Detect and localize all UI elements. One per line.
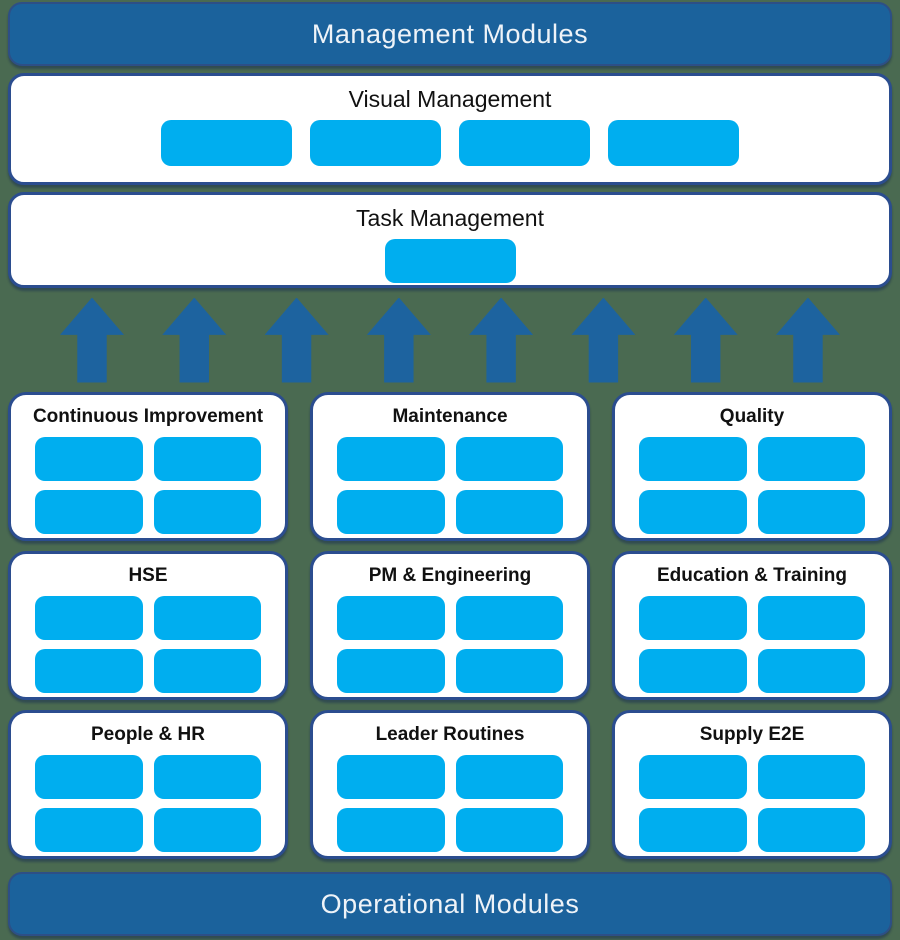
module-placeholder	[153, 755, 261, 799]
card-continuous-improvement: Continuous Improvement	[8, 392, 288, 541]
module-placeholder	[455, 596, 563, 640]
module-placeholder	[757, 649, 865, 693]
card-supply-e2e: Supply E2E	[612, 710, 892, 859]
module-placeholder	[35, 437, 143, 481]
module-placeholder	[35, 755, 143, 799]
card-modules	[11, 428, 285, 534]
card-maintenance: Maintenance	[310, 392, 590, 541]
card-leader-routines: Leader Routines	[310, 710, 590, 859]
arrow-up-icon	[264, 297, 329, 383]
card-title: Leader Routines	[375, 724, 525, 745]
card-pm-engineering: PM & Engineering	[310, 551, 590, 700]
card-modules	[11, 746, 285, 852]
card-hse: HSE	[8, 551, 288, 700]
card-title: Supply E2E	[699, 724, 805, 745]
module-placeholder	[608, 120, 739, 166]
module-placeholder	[455, 649, 563, 693]
card-title: Maintenance	[392, 406, 508, 427]
module-placeholder	[153, 490, 261, 534]
card-title: Continuous Improvement	[32, 406, 264, 427]
module-placeholder	[337, 596, 445, 640]
operational-modules-banner: Operational Modules	[8, 872, 892, 936]
module-placeholder	[757, 490, 865, 534]
module-placeholder	[455, 437, 563, 481]
module-placeholder	[455, 808, 563, 852]
task-management-modules	[11, 239, 889, 283]
module-placeholder	[337, 649, 445, 693]
card-title: People & HR	[90, 724, 206, 745]
card-modules	[615, 587, 889, 693]
operational-modules-label: Operational Modules	[320, 888, 580, 919]
arrow-up-icon	[60, 297, 124, 383]
module-placeholder	[757, 437, 865, 481]
module-placeholder	[310, 120, 441, 166]
visual-management-card: Visual Management	[8, 73, 892, 185]
arrow-up-icon	[366, 297, 431, 383]
module-placeholder	[35, 649, 143, 693]
module-placeholder	[639, 490, 747, 534]
module-placeholder	[35, 490, 143, 534]
arrow-up-icon	[162, 297, 227, 383]
card-title: Education & Training	[656, 565, 847, 586]
module-placeholder	[153, 437, 261, 481]
arrow-up-icon	[775, 297, 840, 383]
module-placeholder	[757, 596, 865, 640]
module-placeholder	[455, 490, 563, 534]
visual-management-modules	[11, 120, 889, 166]
module-placeholder	[337, 437, 445, 481]
module-placeholder	[35, 596, 143, 640]
module-placeholder	[153, 808, 261, 852]
operational-cards-grid: Continuous Improvement Maintenance Quali…	[8, 392, 892, 859]
module-placeholder	[459, 120, 590, 166]
card-title: Quality	[719, 406, 785, 427]
module-placeholder	[153, 596, 261, 640]
module-placeholder	[455, 755, 563, 799]
module-placeholder	[153, 649, 261, 693]
module-placeholder	[384, 239, 516, 283]
card-modules	[313, 428, 587, 534]
card-title: PM & Engineering	[368, 565, 532, 586]
arrow-up-icon	[673, 297, 738, 383]
module-placeholder	[639, 596, 747, 640]
task-management-title: Task Management	[356, 205, 544, 231]
card-modules	[615, 746, 889, 852]
module-placeholder	[757, 755, 865, 799]
module-placeholder	[639, 437, 747, 481]
module-placeholder	[639, 649, 747, 693]
task-management-card: Task Management	[8, 192, 892, 288]
arrow-up-icon	[571, 297, 636, 383]
card-modules	[615, 428, 889, 534]
management-modules-banner: Management Modules	[8, 2, 892, 66]
card-people-hr: People & HR	[8, 710, 288, 859]
module-placeholder	[35, 808, 143, 852]
module-placeholder	[337, 808, 445, 852]
module-placeholder	[639, 808, 747, 852]
card-modules	[11, 587, 285, 693]
card-title: HSE	[128, 565, 168, 586]
card-modules	[313, 746, 587, 852]
card-education-training: Education & Training	[612, 551, 892, 700]
card-modules	[313, 587, 587, 693]
card-quality: Quality	[612, 392, 892, 541]
visual-management-title: Visual Management	[348, 86, 552, 112]
management-modules-label: Management Modules	[311, 18, 589, 49]
module-placeholder	[337, 755, 445, 799]
arrow-row	[8, 288, 892, 392]
module-placeholder	[161, 120, 292, 166]
module-placeholder	[639, 755, 747, 799]
module-placeholder	[337, 490, 445, 534]
module-placeholder	[757, 808, 865, 852]
arrow-up-icon	[469, 297, 534, 383]
